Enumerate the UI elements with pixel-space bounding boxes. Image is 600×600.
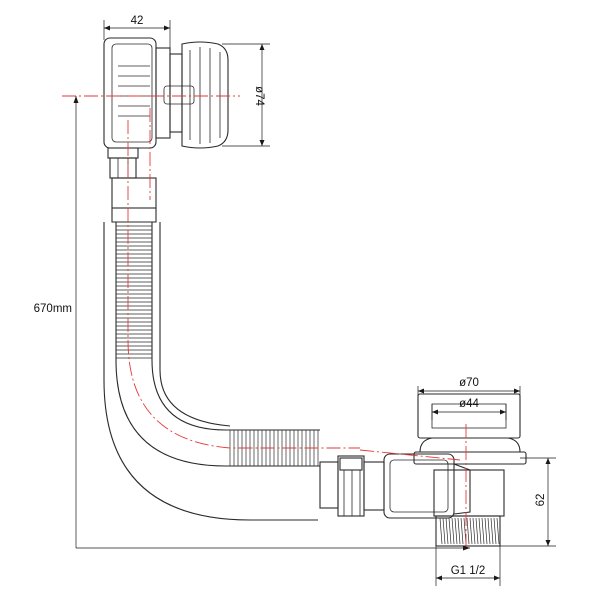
thread-line — [487, 517, 491, 545]
hose-nut — [319, 455, 385, 517]
dimension-62 — [500, 457, 556, 547]
dim-label-42: 42 — [131, 15, 144, 27]
dim-label-62: 62 — [535, 494, 547, 507]
overflow-head — [103, 37, 229, 149]
thread-line — [490, 517, 494, 545]
thread-line — [496, 517, 500, 545]
dim-label-44: ø44 — [459, 398, 479, 410]
thread-line — [457, 517, 461, 545]
thread-line — [460, 517, 464, 545]
dim-label-74: ø74 — [253, 86, 265, 106]
thread-line — [442, 517, 446, 545]
dimension-42 — [103, 20, 171, 48]
tail-threads — [439, 517, 500, 545]
thread-line — [451, 517, 455, 545]
thread-line — [448, 517, 452, 545]
centerlines — [62, 95, 467, 548]
dimension-74 — [222, 43, 270, 147]
thread-line — [484, 517, 488, 545]
dimension-thread — [435, 546, 501, 586]
dim-label-thread: G1 1/2 — [451, 565, 486, 577]
thread-line — [478, 517, 482, 545]
dimension-70 — [417, 386, 521, 396]
thread-line — [454, 517, 458, 545]
flexible-hose — [103, 222, 320, 521]
waste-body — [383, 393, 527, 547]
dimension-670 — [73, 96, 470, 551]
thread-line — [493, 517, 497, 545]
thread-line — [472, 517, 476, 545]
dim-label-70: ø70 — [459, 377, 479, 389]
thread-line — [439, 517, 443, 545]
thread-line — [481, 517, 485, 545]
thread-line — [469, 517, 473, 545]
thread-line — [466, 517, 470, 545]
thread-line — [475, 517, 479, 545]
dimension-44 — [431, 404, 507, 420]
thread-line — [445, 517, 449, 545]
dim-label-670: 670mm — [34, 303, 72, 315]
overflow-neck — [107, 147, 157, 223]
